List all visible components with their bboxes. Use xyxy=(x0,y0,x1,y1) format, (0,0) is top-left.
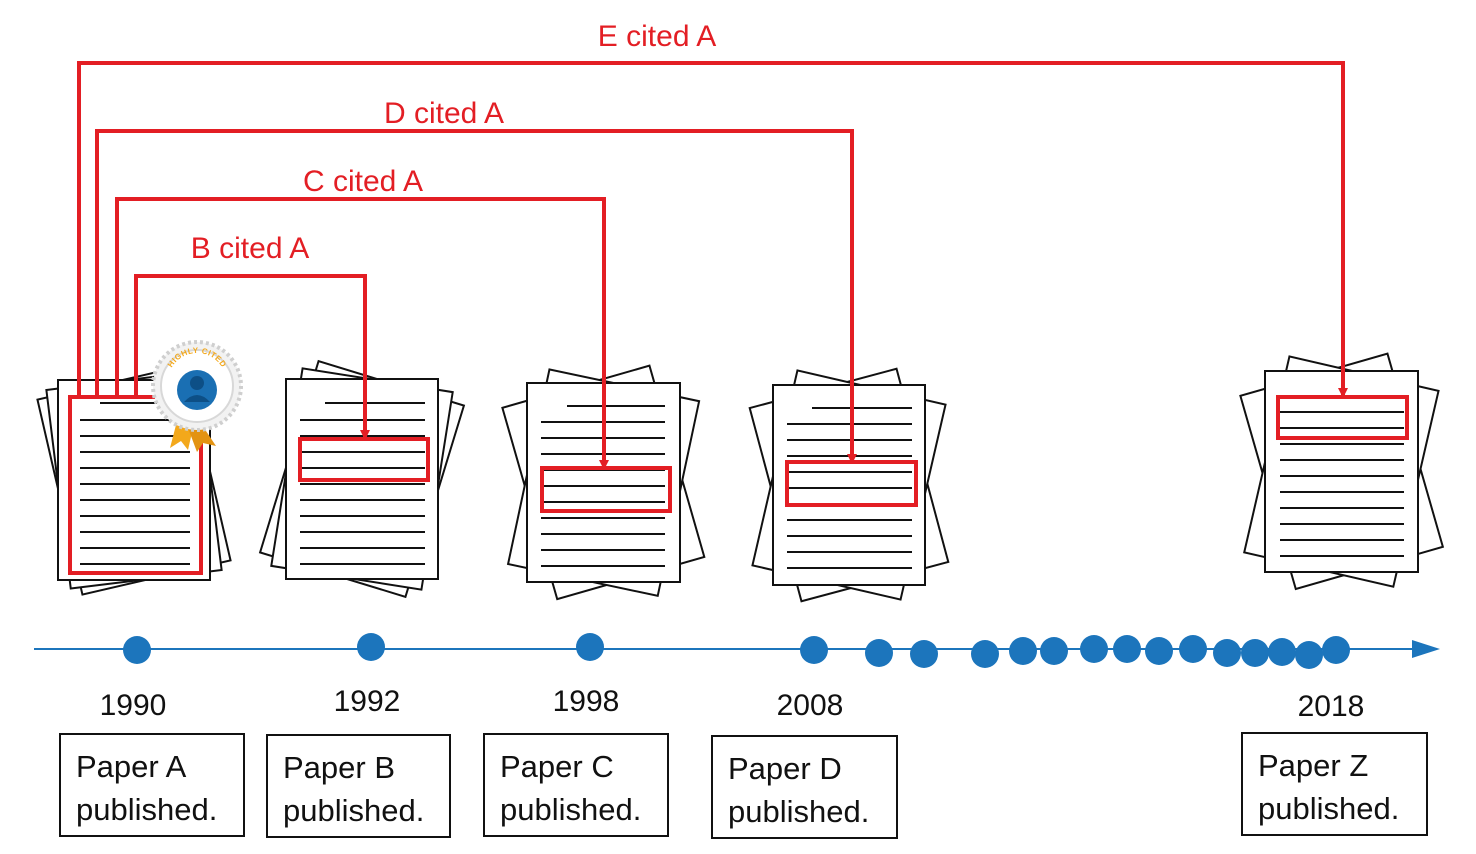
highly-cited-badge: HIGHLY CITED xyxy=(151,340,243,452)
timeline-dot-2008 xyxy=(800,636,828,664)
timeline-dot xyxy=(1241,639,1269,667)
paper-b-title: Paper B xyxy=(283,750,396,785)
citation-label-e: E cited A xyxy=(598,20,716,53)
paper-b-status: published. xyxy=(283,793,425,828)
paper-c-title: Paper C xyxy=(500,749,614,784)
paper-a-published-box: Paper A published. xyxy=(59,733,245,837)
paper-z-published-box: Paper Z published. xyxy=(1241,732,1428,836)
paper-z-status: published. xyxy=(1258,791,1400,826)
timeline-dot xyxy=(1295,641,1323,669)
citation-label-d: D cited A xyxy=(384,97,504,130)
timeline-dots xyxy=(123,633,1350,669)
paper-b-document-stack xyxy=(258,359,466,599)
year-label-2018: 2018 xyxy=(1298,690,1365,723)
person-badge-icon xyxy=(184,376,210,402)
timeline-dot xyxy=(1113,635,1141,663)
timeline-dot xyxy=(1080,635,1108,663)
paper-a-status: published. xyxy=(76,792,218,827)
timeline-dot xyxy=(1213,639,1241,667)
paper-d-title: Paper D xyxy=(728,751,842,786)
timeline-dot-1990 xyxy=(123,636,151,664)
timeline-dot xyxy=(1145,637,1173,665)
timeline-dot xyxy=(865,639,893,667)
year-label-1998: 1998 xyxy=(553,685,620,718)
timeline-dot-2018 xyxy=(1322,636,1350,664)
paper-c-published-box: Paper C published. xyxy=(483,733,669,837)
year-label-1992: 1992 xyxy=(334,685,401,718)
timeline-dot xyxy=(971,640,999,668)
paper-d-status: published. xyxy=(728,794,870,829)
year-label-1990: 1990 xyxy=(100,689,167,722)
paper-d-published-box: Paper D published. xyxy=(711,735,898,839)
citation-arrow-b xyxy=(134,274,370,440)
citation-label-c: C cited A xyxy=(303,165,423,198)
timeline-dot xyxy=(1040,637,1068,665)
paper-a-title: Paper A xyxy=(76,749,187,784)
paper-b-published-box: Paper B published. xyxy=(266,734,451,838)
citation-arrow-e xyxy=(77,61,1348,398)
timeline-dot xyxy=(1268,638,1296,666)
paper-c-document-stack xyxy=(501,364,706,601)
citation-label-b: B cited A xyxy=(191,232,309,265)
citation-arrow-d xyxy=(95,129,857,464)
paper-z-title: Paper Z xyxy=(1258,748,1369,783)
year-label-2008: 2008 xyxy=(777,689,844,722)
timeline-dot xyxy=(1009,637,1037,665)
timeline-dot xyxy=(1179,635,1207,663)
paper-c-status: published. xyxy=(500,792,642,827)
paper-d-document-stack xyxy=(748,367,950,603)
timeline-dot xyxy=(910,640,938,668)
timeline-arrow-head xyxy=(1412,640,1440,658)
timeline-dot-1992 xyxy=(357,633,385,661)
citation-arrow-c xyxy=(115,197,609,470)
timeline-dot-1998 xyxy=(576,633,604,661)
